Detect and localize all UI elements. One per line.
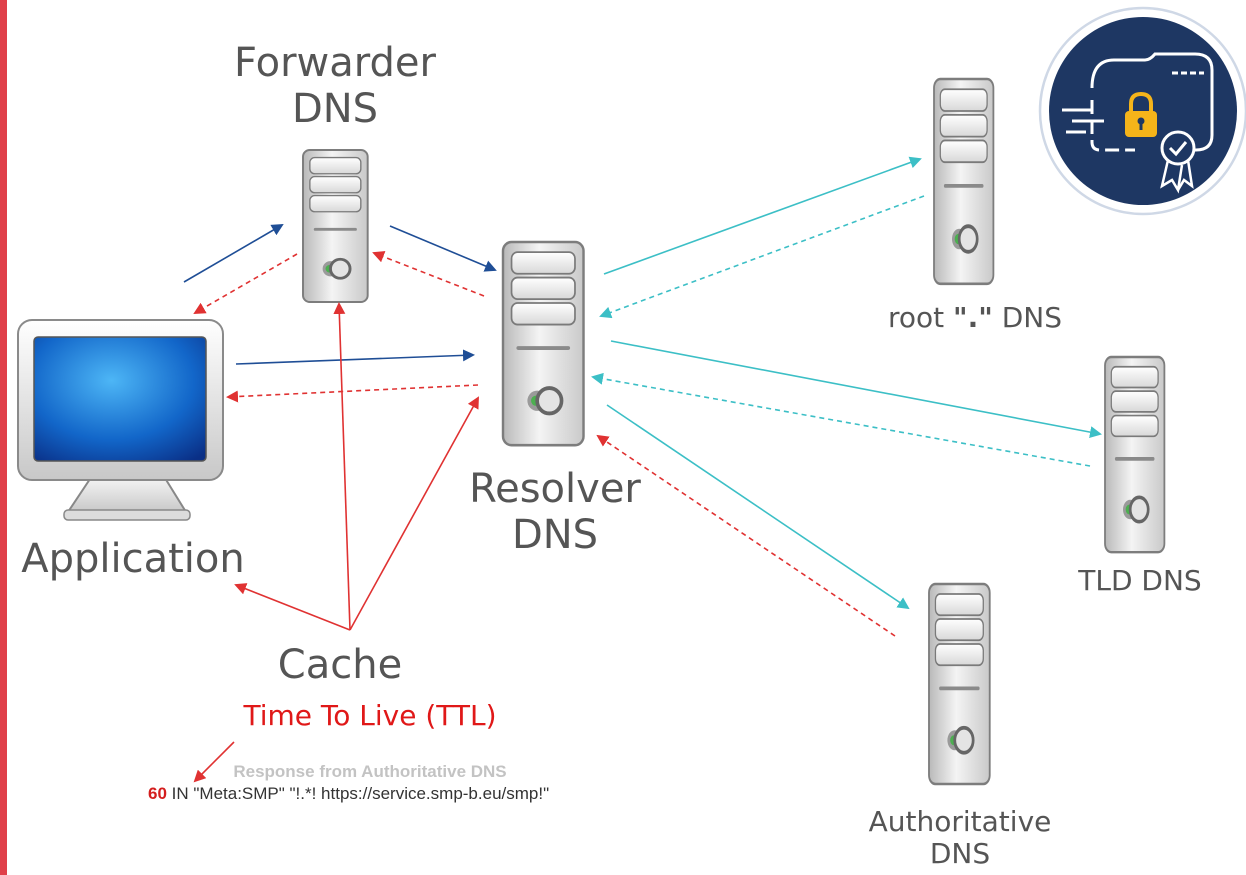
arrow-cache-to-application [234, 583, 351, 631]
secure-folder-badge-icon [1038, 6, 1246, 216]
resolver-label-line1: Resolver [469, 466, 641, 512]
arrow-resolver-to-forwarder [372, 251, 485, 297]
arrow-resolver-to-authoritative [606, 404, 910, 610]
ttl-value: 60 [148, 784, 167, 803]
resolver-dns-label: Resolver DNS [430, 466, 680, 558]
arrow-resolver-to-root [603, 156, 922, 275]
arrow-forwarder-to-resolver [389, 225, 497, 272]
arrow-resolver-to-app [226, 384, 479, 403]
forwarder-label-line1: Forwarder [234, 40, 436, 86]
arrow-resolver-to-tld [610, 340, 1102, 439]
certificate-seal-icon [1160, 130, 1196, 194]
ttl-label: Time To Live (TTL) [243, 699, 497, 732]
arrow-forwarder-to-app [193, 253, 298, 315]
root-dns-label: root "." DNS [850, 301, 1100, 334]
server-icon-tld [1103, 355, 1167, 555]
response-title: Response from Authoritative DNS [233, 762, 507, 781]
padlock-icon [1125, 91, 1157, 137]
arrow-cache-to-resolver [349, 396, 479, 631]
arrow-authoritative-to-resolver [596, 434, 896, 637]
accent-bar [0, 0, 7, 875]
root-label-quoted: "." [953, 301, 993, 334]
authoritative-label-line1: Authoritative [868, 805, 1052, 838]
authoritative-label-line2: DNS [929, 837, 991, 871]
server-icon-resolver [501, 240, 586, 448]
arrow-tld-to-resolver [591, 372, 1091, 467]
tld-dns-label: TLD DNS [1078, 564, 1202, 597]
arrow-app-to-forwarder [183, 223, 284, 283]
arrow-app-to-resolver [235, 349, 475, 365]
arrow-cache-to-forwarder [333, 302, 351, 631]
resolver-label-line2: DNS [511, 512, 599, 558]
dns-record-text: IN "Meta:SMP" "!.*! https://service.smp-… [166, 784, 550, 803]
root-label-suffix: DNS [992, 301, 1063, 334]
dns-record: 60 IN "Meta:SMP" "!.*! https://service.s… [148, 784, 788, 804]
arrow-ttl-to-value [193, 741, 235, 783]
server-icon-authoritative [927, 582, 992, 786]
authoritative-dns-label: Authoritative DNS [860, 805, 1060, 871]
server-icon-root [932, 77, 996, 286]
root-label-prefix: root [887, 301, 954, 334]
monitor-icon [17, 319, 224, 521]
application-label: Application [21, 536, 245, 582]
forwarder-dns-label: Forwarder DNS [205, 40, 465, 132]
server-icon-forwarder [301, 148, 370, 304]
cache-label: Cache [277, 642, 403, 688]
forwarder-label-line2: DNS [291, 86, 379, 132]
arrow-root-to-resolver [599, 195, 925, 319]
